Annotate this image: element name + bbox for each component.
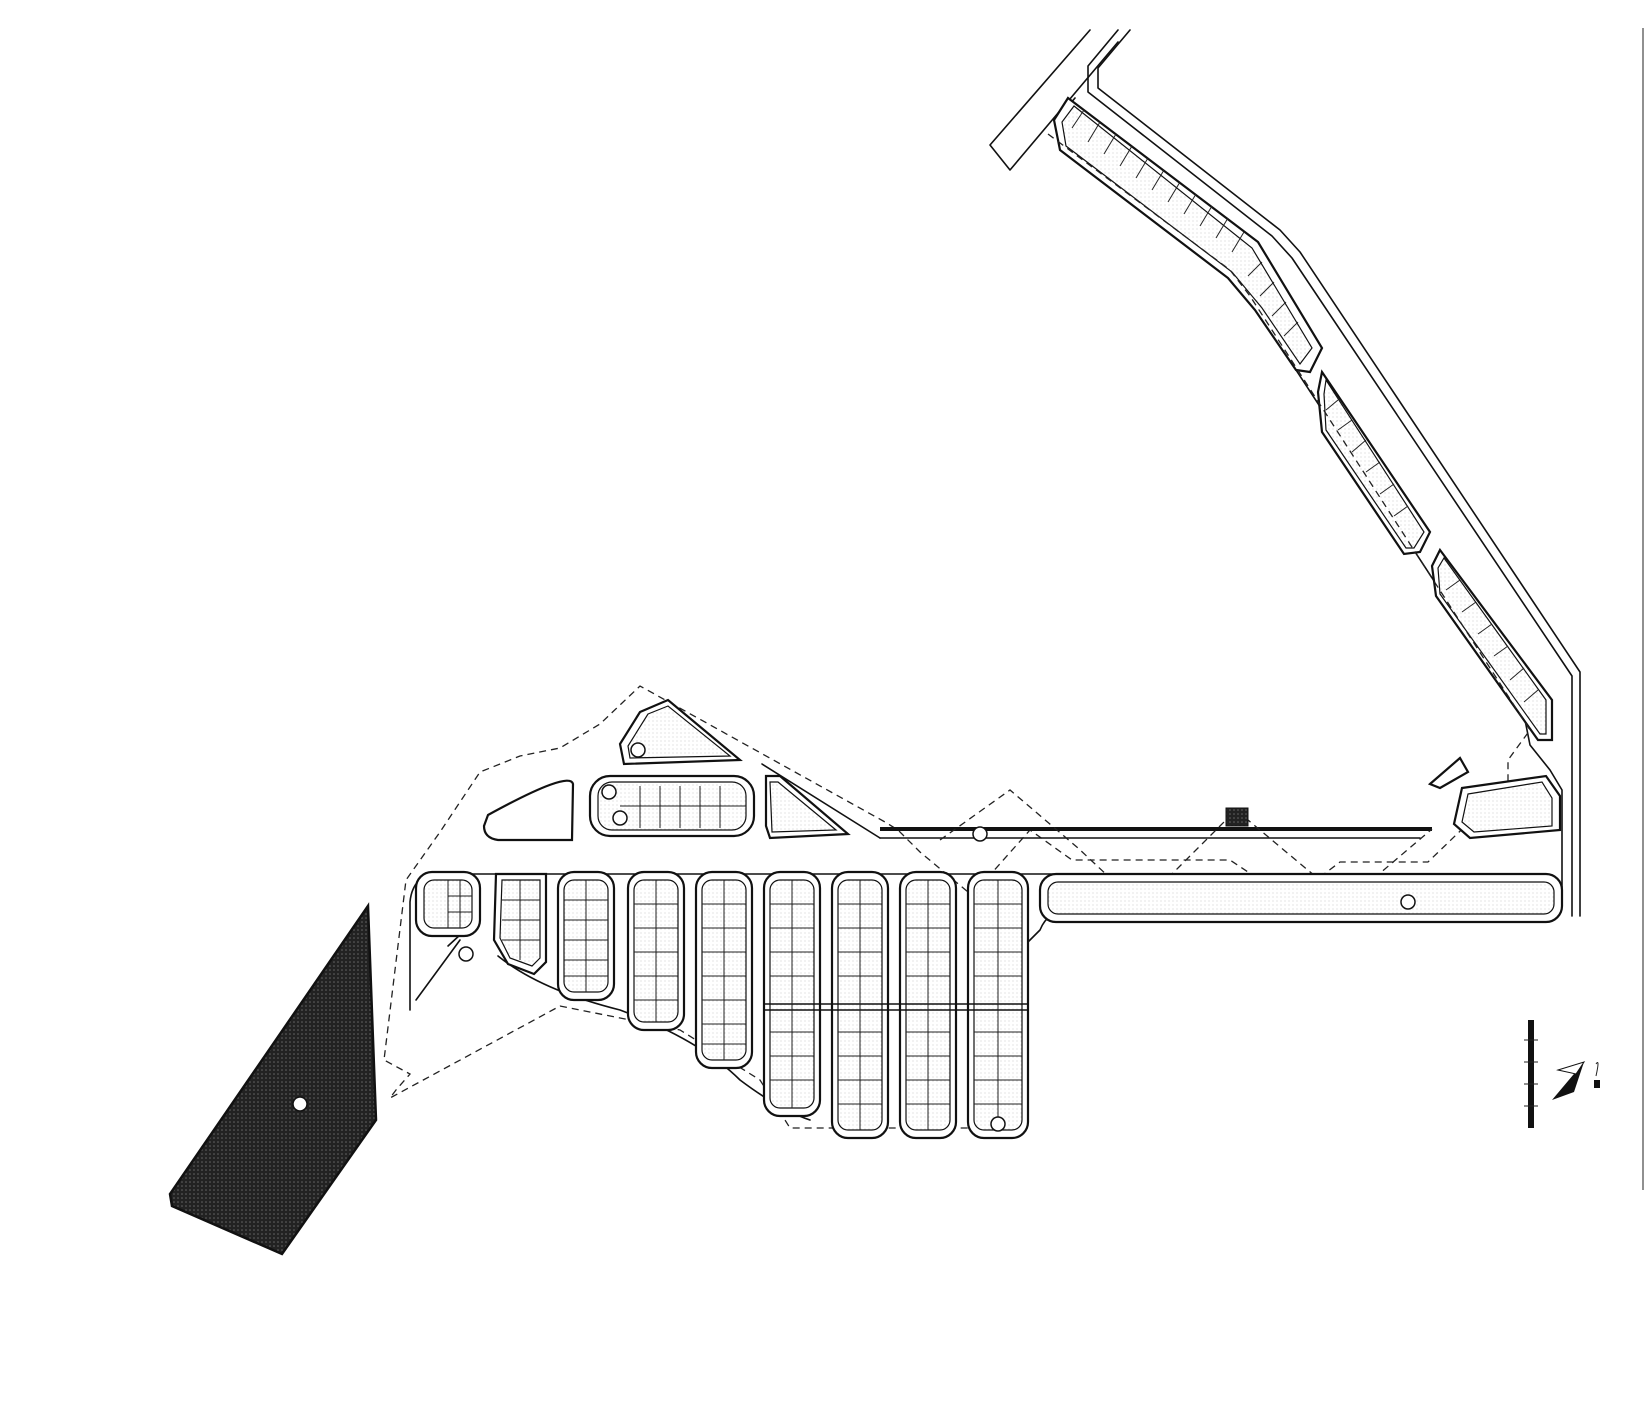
scale-bar bbox=[1524, 1020, 1538, 1128]
north-arrow-icon bbox=[1552, 1061, 1600, 1100]
shaded-triangle bbox=[1225, 807, 1249, 827]
dark-parcel bbox=[168, 902, 378, 1256]
lower-blocks bbox=[414, 870, 1564, 1140]
utility-lines bbox=[880, 827, 1432, 879]
hydrant-symbols bbox=[292, 742, 1416, 1132]
lot-lines bbox=[447, 786, 1022, 1130]
alignment-zigzag bbox=[939, 789, 1433, 907]
upper-blocks bbox=[482, 698, 1562, 842]
